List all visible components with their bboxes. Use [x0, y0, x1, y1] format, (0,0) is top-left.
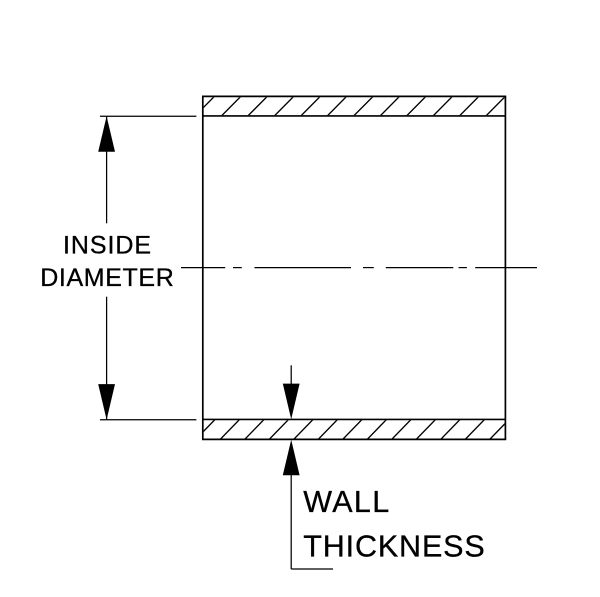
svg-text:DIAMETER: DIAMETER [40, 264, 174, 292]
svg-text:THICKNESS: THICKNESS [303, 529, 485, 563]
svg-text:INSIDE: INSIDE [63, 231, 151, 259]
svg-text:WALL: WALL [303, 485, 389, 519]
